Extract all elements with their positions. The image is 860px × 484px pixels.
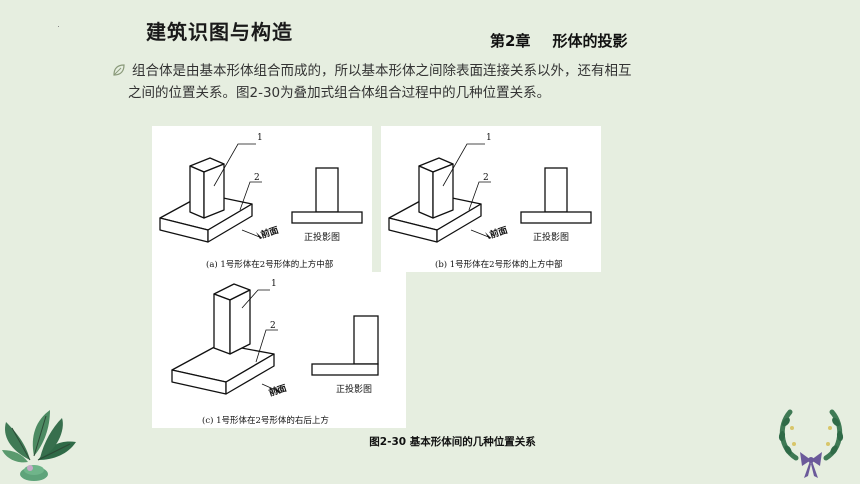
figure-panel-b: 1 2 前面 正投影图 (b) 1号形体在2号形体的上方中部 <box>381 126 601 272</box>
figure-panel-a: 1 2 前面 正投影图 (a) 1号形体在2号形体的上方中部 <box>152 126 372 272</box>
intro-line-1: 组合体是由基本形体组合而成的，所以基本形体之间除表面连接关系以外，还有相互 <box>132 63 632 79</box>
figure-panel-c: 1 2 前面 正投影图 (c) 1号形体在2号形体的右后上方 <box>152 272 406 428</box>
chapter-number: 第2章 <box>490 32 531 50</box>
figure-a-drawing: 1 2 前面 正投影图 (a) 1号形体在2号形体的上方中部 <box>159 133 363 270</box>
figure-c-view-label: 正投影图 <box>336 383 372 395</box>
figure-c-caption: (c) 1号形体在2号形体的右后上方 <box>202 415 329 426</box>
figure-b-caption: (b) 1号形体在2号形体的上方中部 <box>435 259 563 270</box>
figure-c-drawing: 1 2 前面 正投影图 (c) 1号形体在2号形体的右后上方 <box>171 279 379 426</box>
chapter-title: 第2章 形体的投影 <box>490 30 627 51</box>
figure-a-label-1: 1 <box>257 133 263 143</box>
figure-a-front-label: 前面 <box>259 224 280 241</box>
figure-b-label-1: 1 <box>486 133 492 143</box>
slide-mark <box>58 26 59 27</box>
wreath-decoration-icon <box>778 409 844 478</box>
figure-a-view-label: 正投影图 <box>304 231 340 243</box>
intro-paragraph: 组合体是由基本形体组合而成的，所以基本形体之间除表面连接关系以外，还有相互 之间… <box>128 60 732 104</box>
figure-b-view-label: 正投影图 <box>533 231 569 243</box>
leaf-bullet-icon <box>113 64 125 76</box>
intro-line-2: 之间的位置关系。图2-30为叠加式组合体组合过程中的几种位置关系。 <box>128 85 551 101</box>
figure-c-label-1: 1 <box>271 279 277 289</box>
figure-a-caption: (a) 1号形体在2号形体的上方中部 <box>206 259 334 270</box>
figure-c-front-label: 前面 <box>267 382 288 399</box>
figure-b-drawing: 1 2 前面 正投影图 (b) 1号形体在2号形体的上方中部 <box>388 133 592 270</box>
chapter-name: 形体的投影 <box>552 32 628 50</box>
figure-b-label-2: 2 <box>483 173 489 183</box>
figure-caption: 图2-30 基本形体间的几种位置关系 <box>0 434 860 449</box>
foliage-decoration-icon <box>2 410 76 481</box>
course-title: 建筑识图与构造 <box>146 20 293 44</box>
figure-b-front-label: 前面 <box>488 224 509 241</box>
figure-c-label-2: 2 <box>270 321 276 331</box>
figure-a-label-2: 2 <box>254 173 260 183</box>
figure-caption-text: 图2-30 基本形体间的几种位置关系 <box>369 436 536 448</box>
